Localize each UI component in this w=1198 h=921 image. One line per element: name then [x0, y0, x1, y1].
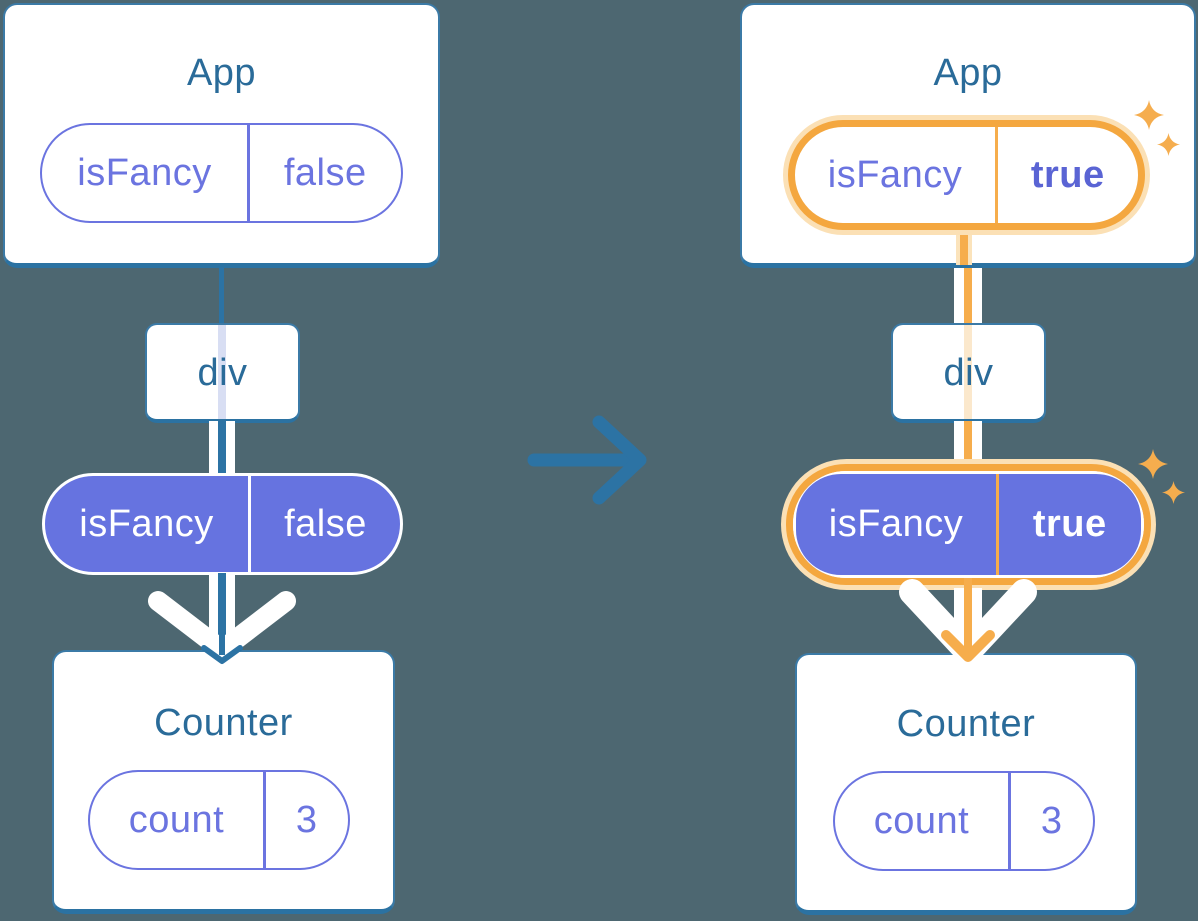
- pill-divider: [1008, 773, 1011, 869]
- left-counter-state-pill: count 3: [88, 770, 350, 870]
- pill-divider: [263, 772, 266, 868]
- right-app-prop-pill-highlight: isFancy true: [783, 115, 1150, 235]
- prop-name: isFancy: [828, 503, 964, 545]
- left-flow-line: [209, 421, 235, 474]
- left-app-title: App: [186, 52, 257, 94]
- pill-divider: [248, 476, 251, 572]
- pill-divider: [995, 127, 998, 223]
- sparkle-icon: [1134, 100, 1164, 130]
- prop-value: true: [1032, 503, 1107, 545]
- right-counter-title: Counter: [896, 703, 1036, 745]
- state-value: 3: [295, 798, 318, 841]
- right-passed-prop-pill-highlight: isFancy true: [781, 459, 1156, 590]
- prop-name: isFancy: [79, 502, 214, 545]
- pill-divider: [996, 474, 999, 575]
- sparkle-icon: [1157, 133, 1180, 156]
- right-app-prop-pill: isFancy true: [788, 120, 1145, 230]
- right-app-card: App isFancy true: [740, 3, 1196, 268]
- sparkle-icon: [1138, 449, 1168, 479]
- state-name: count: [128, 798, 225, 841]
- prop-value: true: [1030, 153, 1105, 196]
- prop-name: isFancy: [827, 153, 963, 196]
- left-counter-title: Counter: [154, 702, 293, 744]
- right-div-flow-stripe: [964, 325, 972, 419]
- left-counter-card: Counter count 3: [52, 650, 395, 914]
- right-flow-line: [954, 268, 982, 324]
- right-passed-prop-pill: isFancy true: [786, 464, 1151, 585]
- right-div-title: div: [943, 352, 994, 394]
- right-counter-state-pill: count 3: [833, 771, 1095, 871]
- left-passed-prop-pill: isFancy false: [42, 473, 403, 575]
- prop-name: isFancy: [77, 151, 212, 194]
- pill-divider: [247, 125, 250, 221]
- left-app-prop-pill: isFancy false: [40, 123, 403, 223]
- sparkle-icon: [1162, 481, 1185, 504]
- right-flow-line: [954, 421, 982, 463]
- right-arrow-icon: [527, 415, 647, 505]
- left-div-flow-stripe: [218, 325, 226, 419]
- state-name: count: [873, 799, 970, 842]
- prop-value: false: [283, 151, 367, 194]
- left-div-title: div: [197, 352, 248, 394]
- right-app-title: App: [933, 52, 1003, 94]
- left-app-to-div-line: [219, 267, 224, 324]
- left-div-card: div: [145, 323, 300, 423]
- left-down-arrow-icon: [148, 580, 296, 664]
- state-value: 3: [1040, 799, 1063, 842]
- left-app-card: App isFancy false: [3, 3, 440, 268]
- prop-value: false: [284, 502, 367, 545]
- right-div-card: div: [891, 323, 1046, 423]
- right-counter-card: Counter count 3: [795, 653, 1137, 915]
- right-app-flow-line: [956, 230, 972, 265]
- right-down-arrow-icon: [899, 578, 1037, 665]
